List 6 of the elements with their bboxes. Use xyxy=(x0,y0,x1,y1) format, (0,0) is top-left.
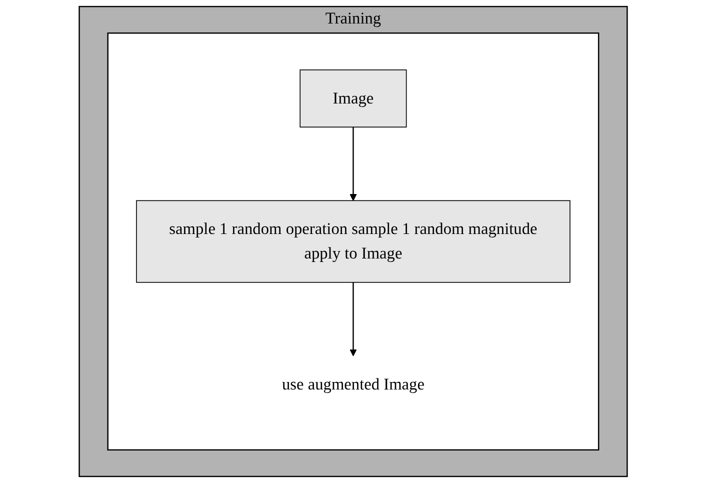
node-box: sample 1 random operation sample 1 random magnitude apply to Image xyxy=(136,200,571,283)
arrow xyxy=(350,282,358,356)
node-text: use augmented Image xyxy=(282,376,425,394)
node-box: Image xyxy=(300,69,408,128)
cluster xyxy=(108,32,600,451)
arrow xyxy=(350,127,358,201)
